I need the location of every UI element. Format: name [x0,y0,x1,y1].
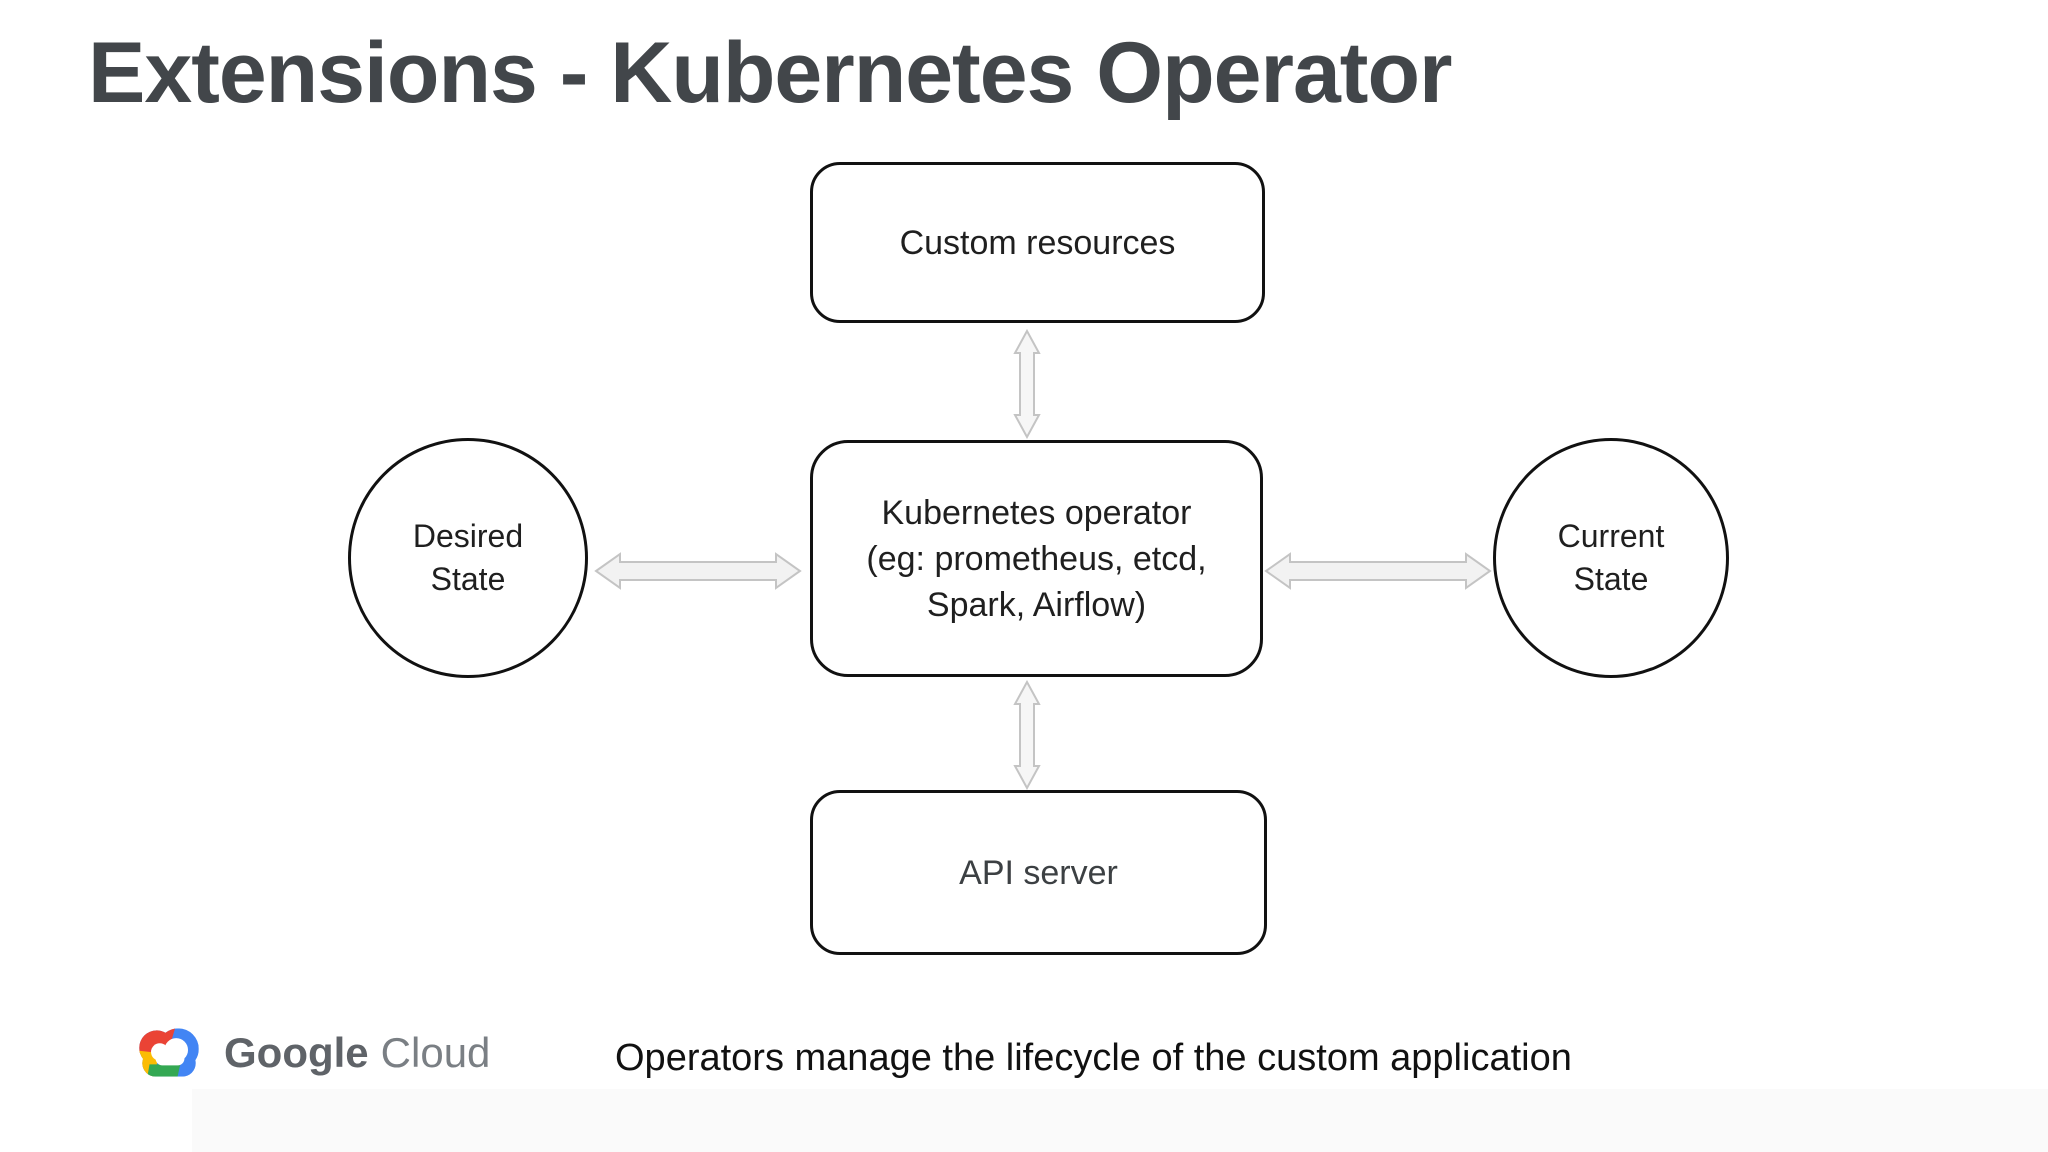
double-arrow-vertical-bottom-icon [1013,680,1041,790]
node-current-state-line2: State [1573,561,1649,597]
node-kubernetes-operator-line3: Spark, Airflow) [926,585,1147,624]
node-current-state: Current State [1493,438,1729,678]
node-custom-resources: Custom resources [810,162,1265,323]
slide-caption: Operators manage the lifecycle of the cu… [615,1037,1572,1079]
node-api-server: API server [810,790,1267,955]
google-cloud-logo-icon [139,1028,199,1077]
node-desired-state-line2: State [430,561,506,597]
double-arrow-vertical-top-icon [1013,329,1041,439]
node-kubernetes-operator-line1: Kubernetes operator [881,493,1192,532]
wordmark-google: Google [224,1029,369,1076]
node-kubernetes-operator: Kubernetes operator (eg: prometheus, etc… [810,440,1263,677]
node-api-server-label: API server [959,853,1118,892]
node-desired-state-line1: Desired [412,518,524,554]
bottom-strip [192,1089,2048,1152]
node-kubernetes-operator-line2: (eg: prometheus, etcd, [866,539,1207,578]
double-arrow-horizontal-right-icon [1264,552,1492,590]
node-desired-state: Desired State [348,438,588,678]
double-arrow-horizontal-left-icon [594,552,802,590]
node-custom-resources-label: Custom resources [899,223,1176,262]
wordmark-cloud: Cloud [380,1029,491,1076]
node-current-state-line1: Current [1557,518,1665,554]
slide-title: Extensions - Kubernetes Operator [88,25,1452,121]
